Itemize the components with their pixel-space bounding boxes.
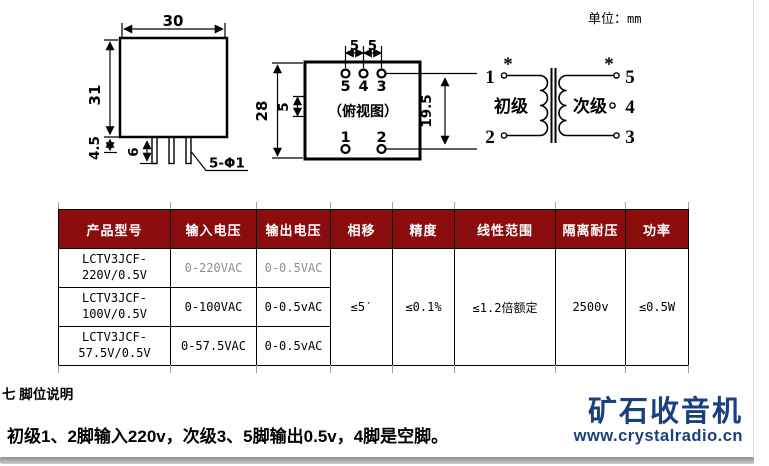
- top-view-title: （俯视图）: [328, 103, 398, 119]
- gridline-stub: [454, 202, 455, 209]
- schematic-pin-4: 4: [625, 97, 635, 118]
- polarity-dot-left: *: [503, 54, 513, 75]
- bottom-pin-1: 1: [340, 130, 350, 146]
- header-phase-shift: 相移: [330, 209, 393, 249]
- page-border-line: [753, 0, 754, 457]
- gridline-stub: [392, 202, 393, 209]
- row-span-dim: 19.5: [419, 94, 435, 127]
- gridline-stub: [58, 202, 59, 209]
- secondary-label: 次级: [573, 96, 607, 116]
- primary-label: 初级: [494, 96, 528, 116]
- gridline-stub: [330, 365, 331, 373]
- gridline-stub: [256, 202, 257, 209]
- header-output-voltage: 输出电压: [256, 209, 331, 249]
- gridline-stub: [625, 365, 626, 373]
- top-pin-4: 4: [358, 79, 368, 95]
- gridline-stub: [688, 202, 689, 209]
- side-view-diagram: 30 31 4.5 6 5-Φ1: [86, 12, 248, 172]
- table-row: LCTV3JCF- 100V/0.5V 0-100VAC 0-0.5vAC: [58, 287, 689, 327]
- watermark-title: 矿石收音机: [587, 396, 743, 428]
- transformer-core: [550, 68, 557, 143]
- side-height-dim: 31: [86, 85, 104, 106]
- gridline-stub: [58, 365, 59, 373]
- gridline-stub: [256, 365, 257, 373]
- gridline-stub: [555, 365, 556, 373]
- bottom-pin-2: 2: [376, 130, 386, 146]
- watermark: 矿石收音机 www.crystalradio.cn: [574, 397, 743, 446]
- header-isolation: 隔离耐压: [555, 209, 626, 249]
- gridline-stub: [170, 202, 171, 209]
- cell-model-3: LCTV3JCF- 57.5V/0.5V: [58, 326, 171, 366]
- primary-coil: [539, 74, 549, 137]
- gridline-stub: [170, 365, 171, 373]
- cell-power: ≤0.5W: [625, 248, 689, 366]
- polarity-dot-right: *: [604, 54, 614, 75]
- header-accuracy: 精度: [392, 209, 455, 249]
- schematic-pin-1: 1: [485, 67, 495, 88]
- top-pin-5: 5: [340, 79, 350, 95]
- header-input-voltage: 输入电压: [170, 209, 257, 249]
- pin-spec-label: 5-Φ1: [209, 156, 245, 172]
- top-view-pin-holes: [340, 68, 387, 155]
- cell-model-1: LCTV3JCF- 220V/0.5V: [58, 248, 171, 288]
- table-header-row: 产品型号 输入电压 输出电压 相移 精度 线性范围 隔离耐压 功率: [58, 209, 689, 249]
- unit-label: 单位：mm: [588, 8, 641, 27]
- cell-phase-shift: ≤5′: [330, 248, 393, 366]
- top-offset-dim: 5: [276, 102, 292, 111]
- table-row: LCTV3JCF- 220V/0.5V 0-220VAC 0-0.5VAC ≤5…: [58, 248, 689, 366]
- header-linear-range: 线性范围: [454, 209, 556, 249]
- cell-model-2: LCTV3JCF- 100V/0.5V: [58, 287, 171, 327]
- diagrams-canvas: 30 31 4.5 6 5-Φ1 28: [86, 12, 635, 172]
- cell-input-3: 0-57.5VAC: [170, 326, 257, 366]
- side-view-pins: [151, 136, 192, 165]
- gridline-stub: [330, 202, 331, 209]
- side-lip-dim: 4.5: [87, 136, 103, 160]
- schematic-pin-5: 5: [625, 67, 635, 88]
- header-model: 产品型号: [58, 209, 171, 249]
- schematic-pin-2: 2: [485, 127, 495, 148]
- cell-input-2: 0-100VAC: [170, 287, 257, 327]
- notes-heading: 七 脚位说明: [2, 387, 74, 402]
- cell-isolation: 2500v: [555, 248, 626, 366]
- notes-body: 初级1、2脚输入220v，次级3、5脚输出0.5v，4脚是空脚。: [7, 427, 449, 446]
- cell-output-3: 0-0.5vAC: [256, 326, 331, 366]
- pitch-dim-1: 5: [350, 38, 359, 54]
- gridline-stub: [688, 365, 689, 373]
- unit-value: mm: [627, 12, 642, 26]
- spec-table: 产品型号 输入电压 输出电压 相移 精度 线性范围 隔离耐压 功率 LCTV3J…: [58, 209, 689, 366]
- cell-input-1: 0-220VAC: [170, 248, 257, 288]
- cell-output-1: 0-0.5VAC: [256, 248, 331, 288]
- gridline-stub: [454, 365, 455, 373]
- schematic-diagram: 1 * 2 * 5 4 3 初级 次级: [485, 54, 635, 148]
- unit-label-text: 单位：: [588, 11, 628, 26]
- gridline-stub: [392, 365, 393, 373]
- gridline-stub: [625, 202, 626, 209]
- header-power: 功率: [625, 209, 689, 249]
- schematic-pin-3: 3: [625, 127, 635, 148]
- top-pin-3: 3: [376, 79, 386, 95]
- bottom-divider-bar: [0, 457, 754, 464]
- table-row: LCTV3JCF- 57.5V/0.5V 0-57.5VAC 0-0.5vAC: [58, 326, 689, 366]
- top-height-dim: 28: [253, 101, 271, 122]
- side-width-dim: 30: [163, 12, 184, 30]
- cell-output-2: 0-0.5vAC: [256, 287, 331, 327]
- watermark-url: www.crystalradio.cn: [573, 427, 743, 446]
- cell-accuracy: ≤0.1%: [392, 248, 455, 366]
- secondary-coil: [558, 74, 567, 137]
- pitch-dim-2: 5: [368, 38, 377, 54]
- gridline-stub: [555, 202, 556, 209]
- top-view-diagram: 28 5 5 5 5 4 3 1 2 （俯视图） 19.5: [253, 38, 477, 161]
- pin-length-dim: 6: [126, 147, 142, 156]
- cell-linear-range: ≤1.2倍额定: [454, 248, 556, 366]
